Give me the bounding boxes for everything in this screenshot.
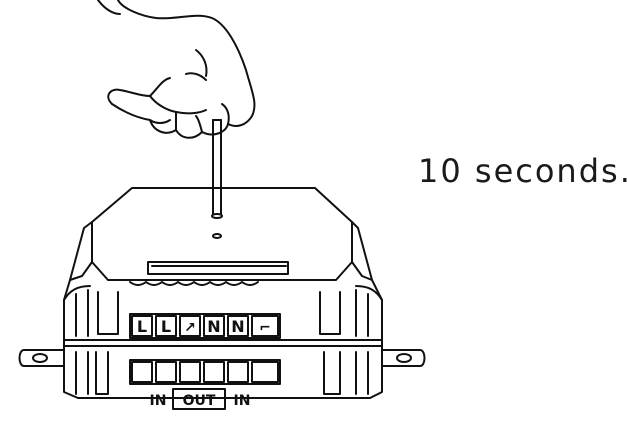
terminal-label-l2: L	[161, 317, 171, 336]
terminal-label-out: OUT	[183, 393, 216, 409]
terminal-labels-top: L L ↗ N N ⌐	[137, 317, 271, 336]
terminal-label-in-right: IN	[234, 393, 251, 409]
terminal-labels-bottom: IN OUT IN	[150, 393, 251, 409]
terminal-label-n1: N	[207, 317, 220, 336]
relay-module-icon	[18, 187, 426, 410]
terminal-label-n2: N	[231, 317, 244, 336]
reset-pin-icon	[211, 119, 223, 239]
terminal-label-l1: L	[137, 317, 147, 336]
terminal-label-switch: ↗	[184, 320, 196, 336]
terminal-label-in-left: IN	[150, 393, 167, 409]
duration-caption: 10 seconds.	[418, 152, 627, 190]
terminal-label-button: ⌐	[259, 320, 271, 336]
hand-icon	[97, 0, 256, 139]
